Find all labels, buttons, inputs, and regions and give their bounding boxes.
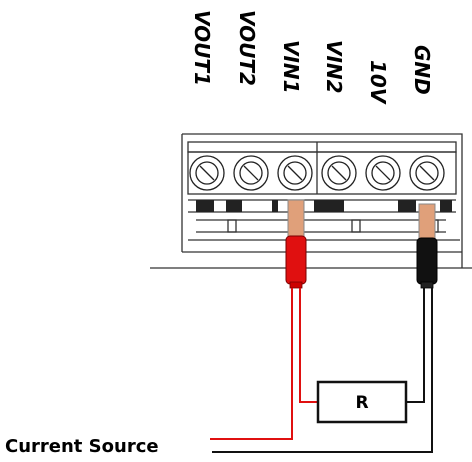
red-probe-sleeve xyxy=(285,235,307,285)
terminal-screw-vout1 xyxy=(189,155,225,191)
black-probe-sleeve xyxy=(416,237,438,285)
terminal-screw-vin1 xyxy=(277,155,313,191)
terminal-screw-vin2 xyxy=(321,155,357,191)
terminal-screw-10v xyxy=(365,155,401,191)
terminal-label-10v: 10V xyxy=(366,60,390,105)
terminal-label-vout2: VOUT2 xyxy=(235,10,259,86)
black-probe-tip xyxy=(418,203,436,241)
terminal-label-vin2: VIN2 xyxy=(322,40,346,94)
terminal-block-connector xyxy=(150,133,472,269)
resistor-label: R xyxy=(355,393,368,413)
terminal-label-vout1: VOUT1 xyxy=(190,10,214,86)
red-wire xyxy=(210,288,318,440)
red-probe xyxy=(285,199,307,289)
terminal-label-gnd: GND xyxy=(410,45,434,95)
terminal-screw-vout2 xyxy=(233,155,269,191)
black-probe xyxy=(416,203,438,289)
terminal-screw-gnd xyxy=(409,155,445,191)
red-probe-tip xyxy=(287,199,305,239)
current-source-label: Current Source xyxy=(5,436,159,457)
black-wire xyxy=(212,288,433,453)
terminal-label-vin1: VIN1 xyxy=(279,40,303,94)
resistor: R xyxy=(316,380,408,424)
